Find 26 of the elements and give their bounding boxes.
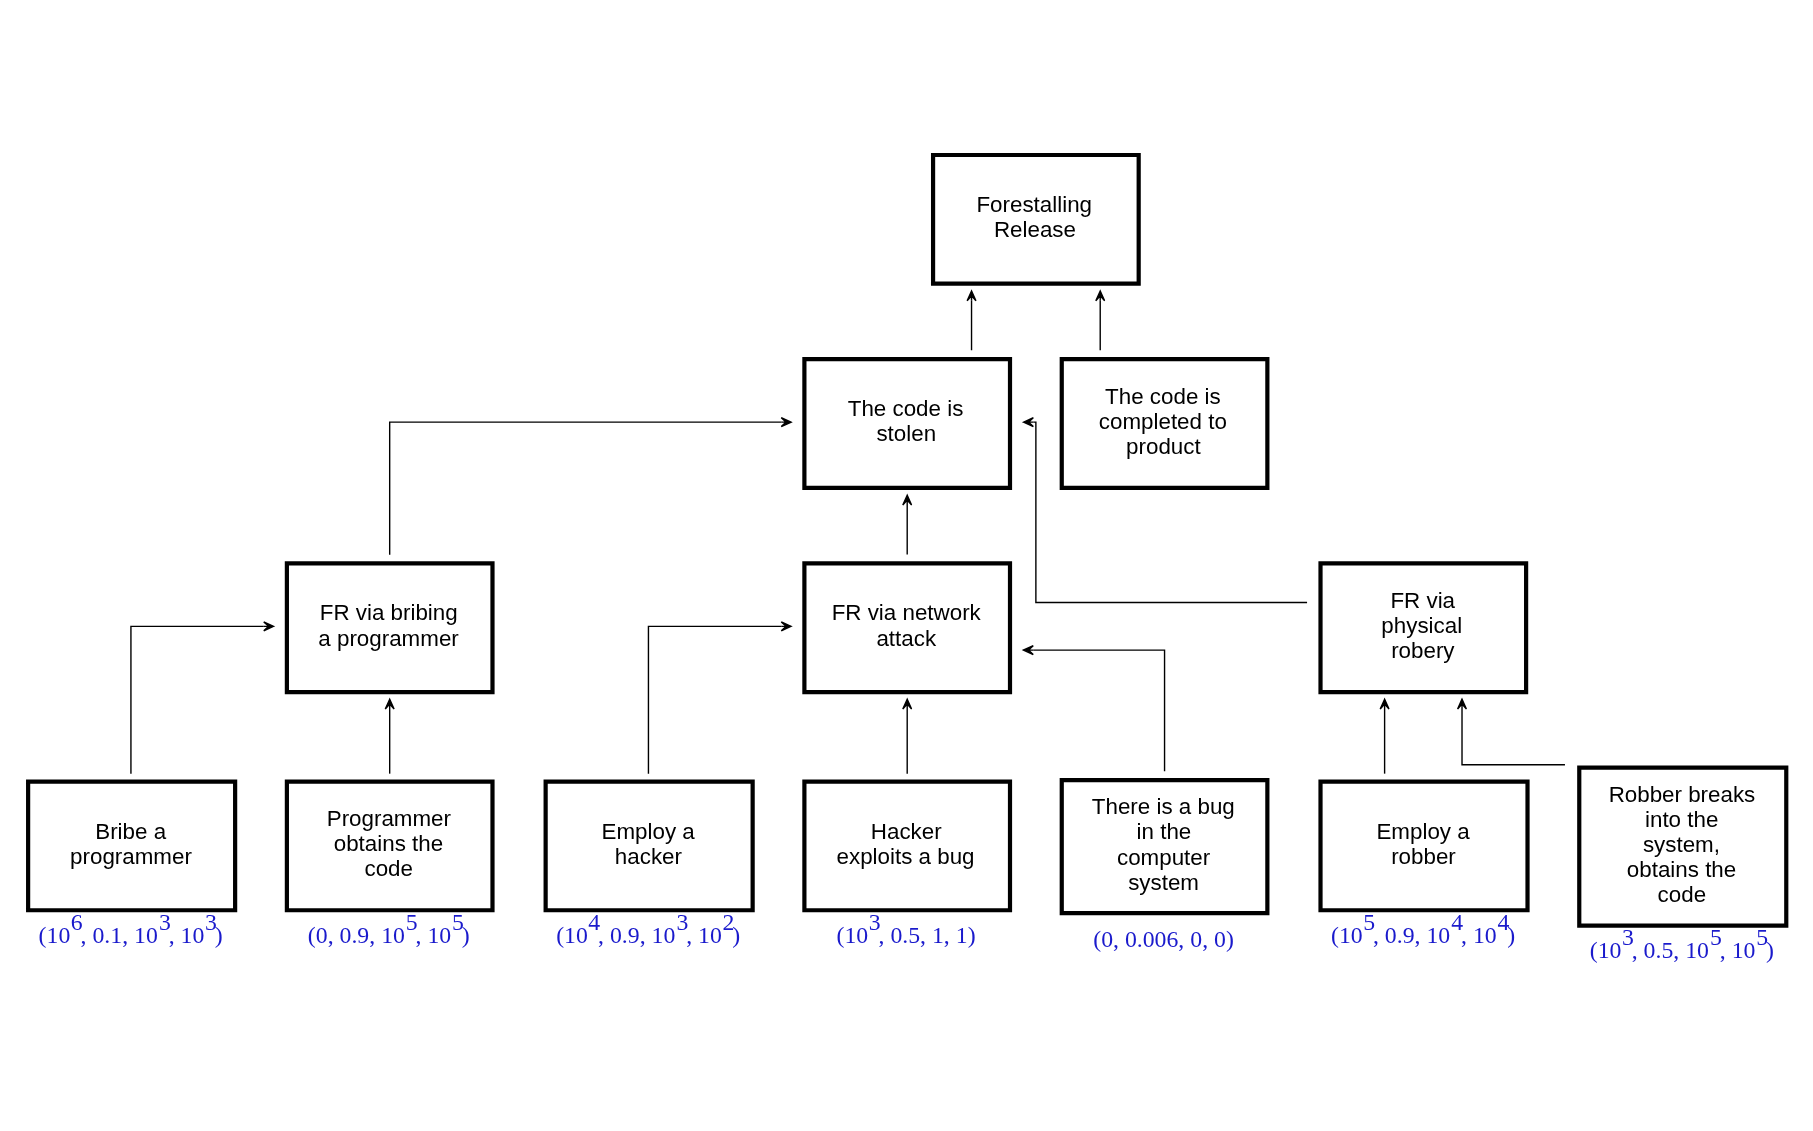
node-box: The code is stolen (802, 357, 1013, 490)
arrow (1379, 698, 1390, 775)
node-box: Employ a hacker (543, 779, 755, 913)
arrow (384, 698, 395, 775)
arrow (1022, 645, 1166, 773)
node-box: FR via network attack (802, 561, 1013, 695)
arrow (389, 417, 792, 556)
node-box: Employ a robber (1318, 779, 1530, 913)
arrow (1456, 698, 1566, 766)
node-box: There is a bug in the computer system (1059, 778, 1270, 916)
node-box: Programmer obtains the code (284, 779, 495, 913)
arrow (902, 494, 913, 556)
arrow (902, 698, 913, 775)
arrow (130, 621, 275, 775)
node-box: The code is completed to product (1059, 357, 1270, 490)
node-box: Robber breaks into the system, obtains the code (1577, 765, 1789, 928)
node-box: FR via bribing a programmer (284, 561, 495, 695)
node-box: Forestalling Release (930, 152, 1141, 286)
node-box: Bribe a programmer (26, 779, 238, 913)
arrow (1022, 417, 1308, 604)
node-label: (0, 0.006, 0, 0) (1093, 925, 1234, 952)
node-box: Hacker exploits a bug (802, 779, 1013, 913)
arrow (966, 290, 977, 351)
arrow (1095, 290, 1106, 351)
node-box: FR via physical robery (1318, 561, 1529, 695)
arrow (647, 621, 792, 775)
